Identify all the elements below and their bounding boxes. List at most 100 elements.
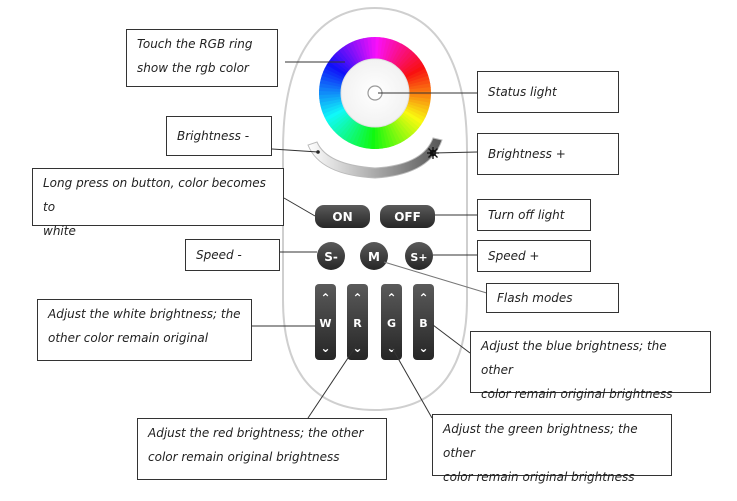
ring-segment xyxy=(392,119,408,141)
ring-segment xyxy=(399,55,420,73)
ring-segment xyxy=(375,37,380,61)
ring-segment xyxy=(407,96,431,104)
callout-flash-modes: Flash modes xyxy=(486,283,619,313)
ring-segment xyxy=(400,111,422,128)
ring-segment xyxy=(355,123,366,147)
ring-segment xyxy=(342,45,358,67)
ring-segment xyxy=(352,40,365,63)
callout-status-light: Status light xyxy=(477,71,619,113)
ring-segment xyxy=(397,52,418,72)
ring-segment xyxy=(321,102,345,114)
ring-segment xyxy=(324,107,347,121)
ring-segment xyxy=(344,120,360,143)
ring-segment xyxy=(396,50,415,70)
ring-segment xyxy=(366,125,373,149)
ring-segment xyxy=(390,120,405,143)
ring-segment xyxy=(319,82,343,90)
on-button-label: ON xyxy=(332,210,352,224)
brightness-minus-icon xyxy=(316,150,320,154)
ring-segment xyxy=(407,94,431,100)
ring-segment xyxy=(386,40,399,63)
ring-segment xyxy=(385,123,398,146)
speed-up-label: S+ xyxy=(410,251,427,264)
ring-segment xyxy=(390,43,406,66)
blue-rocker[interactable]: ⌃ B ⌄ xyxy=(413,284,434,360)
blue-label: B xyxy=(419,317,427,330)
ring-segment xyxy=(406,98,431,108)
ring-segment xyxy=(402,109,424,125)
ring-segment xyxy=(394,47,412,68)
svg-text:⌄: ⌄ xyxy=(386,341,396,355)
on-button[interactable] xyxy=(315,205,370,228)
ring-segment xyxy=(326,61,348,77)
ring-segment xyxy=(323,67,346,81)
ring-segment xyxy=(379,37,388,61)
ring-segment xyxy=(379,125,387,149)
ring-segment xyxy=(319,93,343,99)
speed-down-button[interactable] xyxy=(317,242,345,270)
ring-segment xyxy=(348,121,362,145)
ring-segment xyxy=(363,37,371,61)
ring-segment xyxy=(319,86,343,92)
ring-segment xyxy=(320,100,344,111)
ring-segment xyxy=(406,100,430,111)
ring-segment xyxy=(388,122,402,145)
ring-segment xyxy=(351,123,364,146)
ring-segment xyxy=(388,41,402,65)
ring-segment xyxy=(320,75,344,86)
ring-segment xyxy=(332,114,353,134)
ring-segment xyxy=(384,39,395,63)
svg-text:⌃: ⌃ xyxy=(386,291,396,305)
off-button[interactable] xyxy=(380,205,435,228)
ring-segment xyxy=(336,49,355,70)
ring-segment xyxy=(319,78,344,88)
ring-segment xyxy=(401,58,422,75)
ring-segment xyxy=(374,125,379,150)
mode-label: M xyxy=(368,250,380,264)
mode-button[interactable] xyxy=(360,242,388,270)
callout-brightness-plus: Brightness + xyxy=(477,133,619,175)
ring-segment xyxy=(403,107,426,122)
ring-segment xyxy=(395,116,414,137)
svg-text:⌄: ⌄ xyxy=(418,341,428,355)
ring-segment xyxy=(362,125,371,149)
green-label: G xyxy=(387,317,396,330)
ring-segment xyxy=(392,45,409,67)
svg-text:⌄: ⌄ xyxy=(320,341,330,355)
svg-text:⌄: ⌄ xyxy=(352,341,362,355)
green-rocker[interactable]: ⌃ G ⌄ xyxy=(381,284,402,360)
ring-segment xyxy=(381,38,391,62)
ring-segment xyxy=(359,124,369,148)
white-rocker[interactable]: ⌃ W ⌄ xyxy=(315,284,336,360)
ring-segment xyxy=(341,119,358,141)
speed-down-label: S- xyxy=(324,250,338,264)
ring-segment xyxy=(404,68,428,81)
red-rocker[interactable]: ⌃ R ⌄ xyxy=(347,284,368,360)
callout-speed-plus: Speed + xyxy=(477,240,591,272)
ring-segment xyxy=(348,41,362,64)
ring-segment xyxy=(328,111,349,128)
callout-brightness-minus: Brightness - xyxy=(166,116,272,156)
ring-segment xyxy=(405,72,429,84)
ring-segment xyxy=(322,105,346,118)
brightness-plus-icon xyxy=(427,147,439,159)
ring-segment xyxy=(404,105,427,119)
ring-segment xyxy=(406,75,430,86)
callout-turn-off: Turn off light xyxy=(477,199,591,231)
ring-segment xyxy=(359,38,369,62)
ring-segment xyxy=(399,113,420,131)
ring-segment xyxy=(383,124,395,147)
ring-segment xyxy=(403,65,426,79)
ring-segment xyxy=(405,103,429,115)
rgb-color-ring[interactable] xyxy=(319,37,432,150)
ring-segment xyxy=(381,124,391,148)
svg-text:⌃: ⌃ xyxy=(320,291,330,305)
ring-segment xyxy=(319,98,343,107)
ring-segment xyxy=(371,37,376,61)
callout-speed-minus: Speed - xyxy=(185,239,280,271)
